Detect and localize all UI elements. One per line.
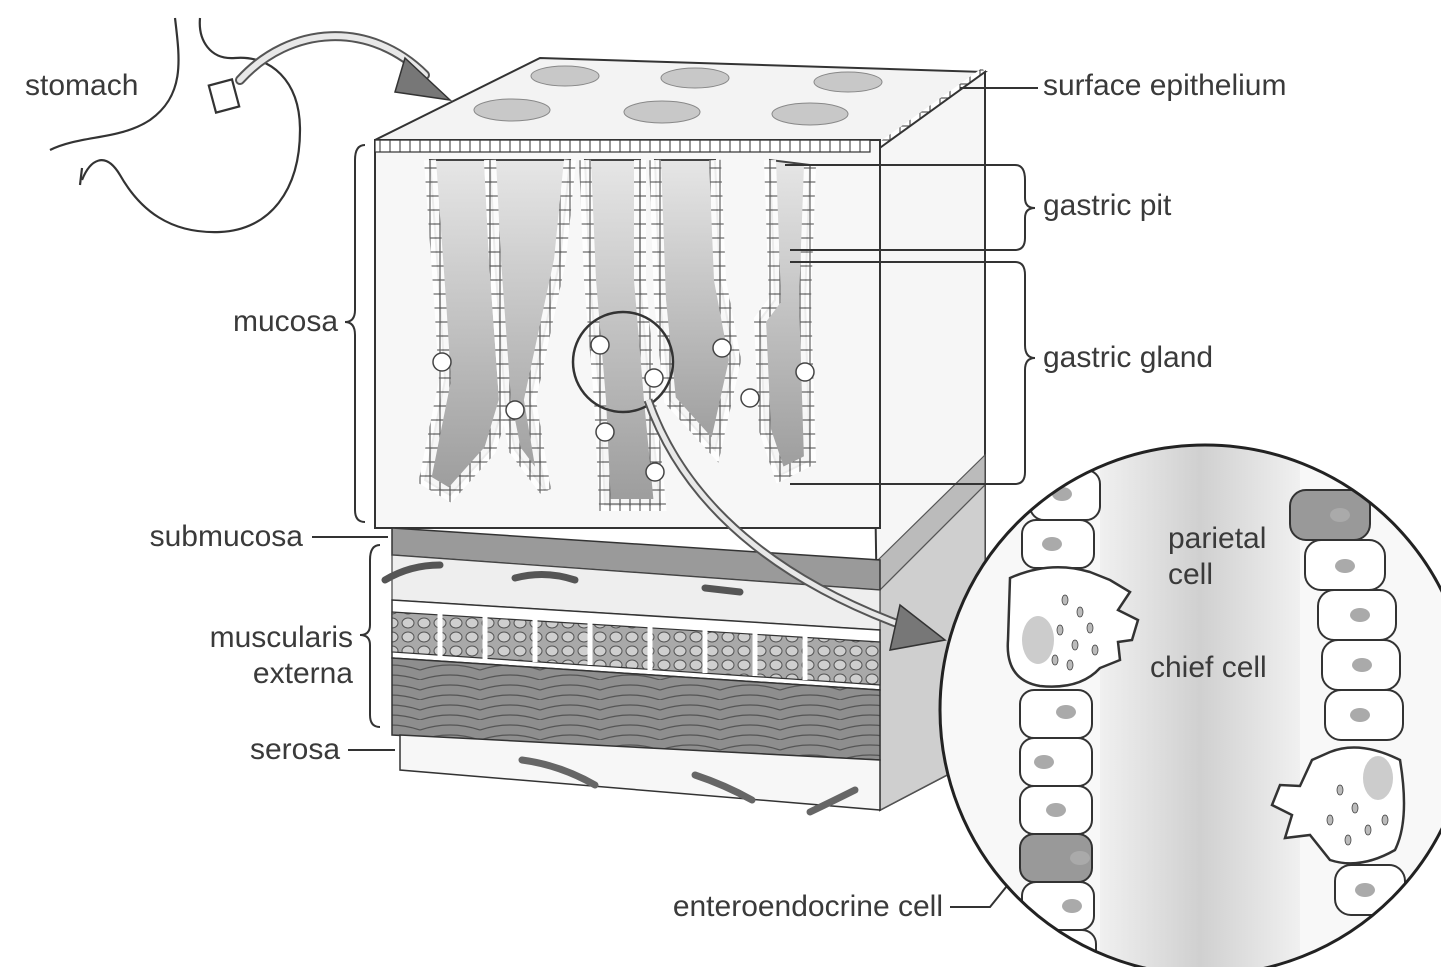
label-gastric-gland: gastric gland (1043, 341, 1213, 375)
label-serosa: serosa (200, 733, 340, 767)
label-enteroendocrine-cell: enteroendocrine cell (620, 890, 943, 924)
label-surface-epithelium: surface epithelium (1043, 69, 1286, 103)
stomach-to-block-arrow (240, 36, 450, 100)
label-parietal-cell: cell (1168, 558, 1213, 592)
label-chief-cell: chief cell (1150, 651, 1267, 685)
stomach-outline (50, 18, 300, 232)
label-muscularis: muscularis (170, 621, 353, 655)
magnified-view (940, 440, 1441, 967)
label-externa: externa (170, 657, 353, 691)
label-mucosa: mucosa (200, 305, 338, 339)
label-stomach: stomach (25, 69, 138, 103)
label-gastric-pit: gastric pit (1043, 189, 1171, 223)
label-parietal: parietal (1168, 522, 1266, 556)
label-submucosa: submucosa (110, 520, 303, 554)
